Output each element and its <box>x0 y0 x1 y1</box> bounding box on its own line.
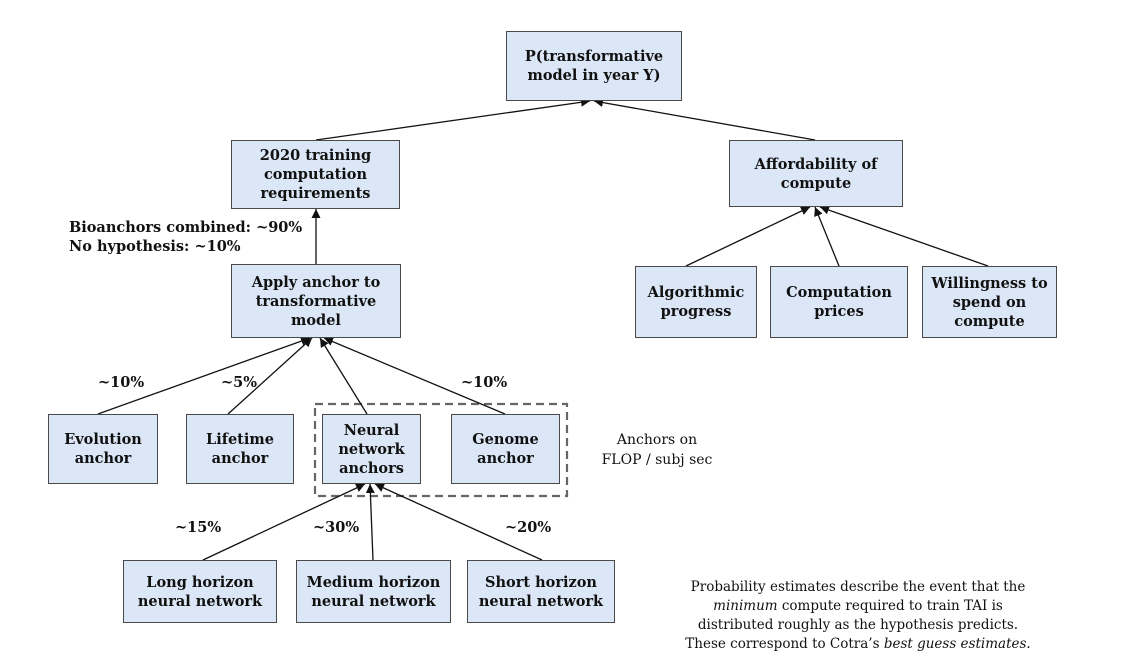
evolution-probability-label: ~10% <box>98 374 145 391</box>
edge-long-to-neural <box>202 483 366 561</box>
footnote-line-1: Probability estimates describe the event… <box>690 579 1026 595</box>
bioanchors-combined-label: Bioanchors combined: ~90% No hypothesis:… <box>69 219 303 255</box>
node-affordability: Affordability of compute <box>729 140 903 207</box>
footnote-best-guess-emphasis: best guess estimates. <box>883 636 1031 652</box>
edge-prices-to-affordability <box>814 206 840 267</box>
edge-genome-to-apply <box>323 337 506 415</box>
edge-neural-to-apply <box>319 337 368 415</box>
edge-evolution-to-apply <box>97 336 311 415</box>
node-short-horizon: Short horizon neural network <box>467 560 615 623</box>
footnote-line-4-pre: These correspond to Cotra’s <box>685 636 884 652</box>
flop-anchors-group-box <box>313 402 569 498</box>
edge-affordability-to-root <box>593 98 816 141</box>
node-neural-network-anchors: Neural network anchors <box>322 414 421 484</box>
long-horizon-probability-label: ~15% <box>175 519 222 536</box>
footnote-line-3: distributed roughly as the hypothesis pr… <box>697 617 1019 633</box>
footnote-line-4: These correspond to Cotra’s best guess e… <box>660 635 1056 654</box>
edge-training-to-root <box>315 97 591 141</box>
node-evolution-anchor: Evolution anchor <box>48 414 158 484</box>
edge-lifetime-to-apply <box>227 337 313 415</box>
node-willingness-to-spend: Willingness to spend on compute <box>922 266 1057 338</box>
edge-short-to-neural <box>374 483 543 561</box>
footnote-minimum-emphasis: minimum <box>713 598 778 614</box>
lifetime-probability-label: ~5% <box>221 374 258 391</box>
node-long-horizon: Long horizon neural network <box>123 560 277 623</box>
medium-horizon-probability-label: ~30% <box>313 519 360 536</box>
node-training-requirements: 2020 training computation requirements <box>231 140 400 209</box>
node-medium-horizon: Medium horizon neural network <box>296 560 451 623</box>
probability-footnote: Probability estimates describe the event… <box>660 578 1056 654</box>
node-algorithmic-progress: Algorithmic progress <box>635 266 757 338</box>
flop-anchors-group-label: Anchors on FLOP / subj sec <box>601 432 713 468</box>
footnote-line-2-rest: compute required to train TAI is <box>777 598 1003 614</box>
edge-medium-to-neural <box>365 483 375 561</box>
footnote-line-2: minimum compute required to train TAI is <box>660 597 1056 616</box>
edge-willingness-to-affordability <box>819 205 989 267</box>
short-horizon-probability-label: ~20% <box>505 519 552 536</box>
genome-probability-label: ~10% <box>461 374 508 391</box>
node-transformative-model: P(transformative model in year Y) <box>506 31 682 101</box>
edge-algorithmic-to-affordability <box>685 206 811 267</box>
node-lifetime-anchor: Lifetime anchor <box>186 414 294 484</box>
node-genome-anchor: Genome anchor <box>451 414 560 484</box>
node-computation-prices: Computation prices <box>770 266 908 338</box>
node-apply-anchor: Apply anchor to transformative model <box>231 264 401 338</box>
